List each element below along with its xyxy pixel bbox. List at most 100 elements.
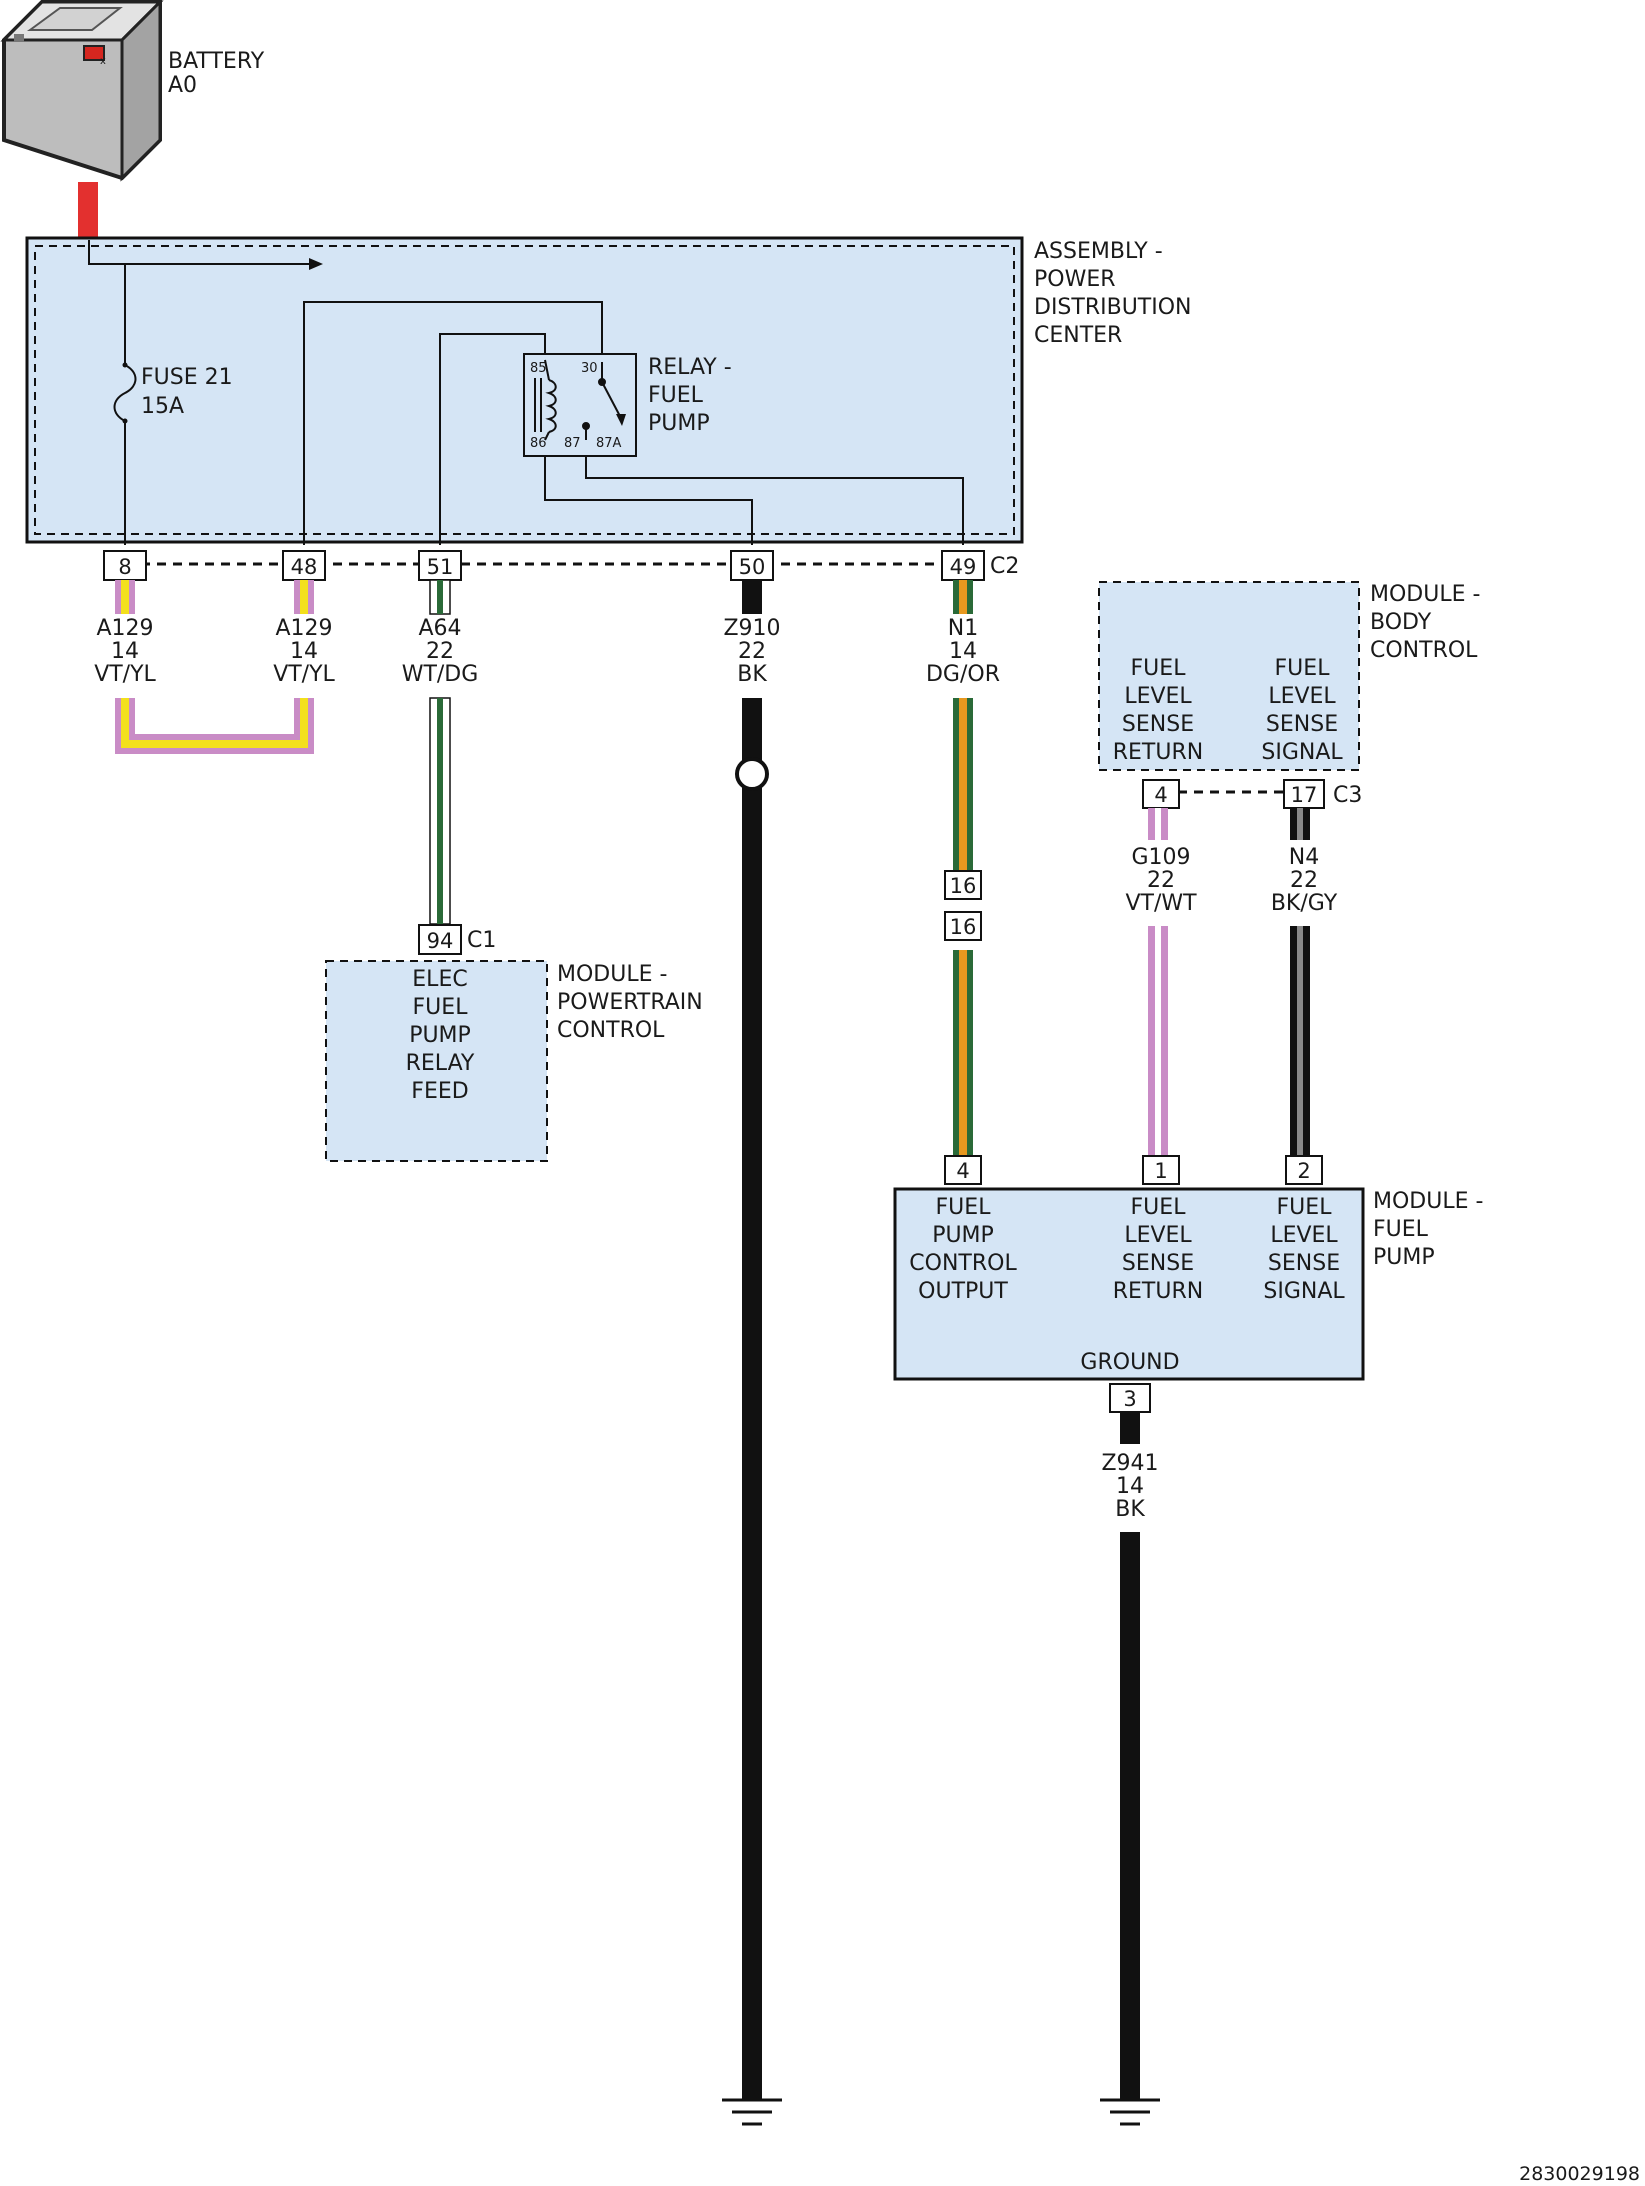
wire-z910-upper — [742, 580, 762, 614]
svg-text:51: 51 — [427, 555, 454, 579]
bcm-return-line-2: LEVEL — [1124, 684, 1192, 709]
relay-switch-icon — [582, 362, 626, 440]
svg-text:8: 8 — [118, 555, 131, 579]
wire-49-circuit: N1 — [948, 616, 978, 641]
svg-text:16: 16 — [950, 874, 977, 898]
inline-connector-pin-16-upper: 16 — [944, 870, 982, 900]
fuse-21-icon — [122, 362, 128, 424]
bcm-signal-line-1: FUEL — [1275, 656, 1331, 681]
c2-pin-49: 49 — [941, 550, 985, 581]
fpm-pin-4: 4 — [944, 1155, 982, 1185]
fpm-control-line-1: FUEL — [936, 1195, 992, 1220]
wire-z941-color: BK — [1115, 1497, 1145, 1522]
svg-text:94: 94 — [427, 929, 454, 953]
wire-g109-color: VT/WT — [1125, 891, 1197, 916]
pdc-inner-boundary — [34, 245, 1015, 535]
c2-pin-50: 50 — [730, 550, 774, 581]
ground-symbol-z941-icon — [1100, 2098, 1160, 2126]
svg-text:48: 48 — [291, 555, 318, 579]
wire-g109-circuit: G109 — [1131, 845, 1190, 870]
relay-pin-87a: 87A — [596, 436, 622, 451]
battery-id: A0 — [168, 73, 197, 98]
svg-text:17: 17 — [1291, 783, 1318, 807]
fpm-pin-2: 2 — [1285, 1155, 1323, 1185]
wire-8-color: VT/YL — [94, 662, 156, 687]
bcm-title-line-1: MODULE - — [1370, 582, 1480, 607]
bcm-signal-line-2: LEVEL — [1268, 684, 1336, 709]
svg-text:49: 49 — [950, 555, 977, 579]
pcm-title-line-2: POWERTRAIN — [557, 990, 703, 1015]
relay-title-line-2: FUEL — [648, 383, 704, 408]
svg-text:3: 3 — [1123, 1387, 1136, 1411]
pcm-title-line-3: CONTROL — [557, 1018, 665, 1043]
fpm-signal-line-3: SENSE — [1268, 1251, 1340, 1276]
wire-z941-gauge: 14 — [1116, 1474, 1144, 1499]
bcm-title-line-3: CONTROL — [1370, 638, 1478, 663]
fpm-pin-1: 1 — [1142, 1155, 1180, 1185]
c2-connector-label: C2 — [990, 554, 1019, 579]
wire-48-gauge: 14 — [290, 639, 318, 664]
wire-49-color: DG/OR — [926, 662, 1000, 687]
wire-8-gauge: 14 — [111, 639, 139, 664]
pcm-title-line-1: MODULE - — [557, 962, 667, 987]
svg-text:4: 4 — [956, 1159, 969, 1183]
svg-text:4: 4 — [1154, 783, 1167, 807]
bcm-title-line-2: BODY — [1370, 610, 1432, 635]
svg-text:50: 50 — [739, 555, 766, 579]
wire-51-circuit: A64 — [418, 616, 461, 641]
wire-a129-8 — [115, 580, 135, 614]
pcm-box — [325, 960, 548, 1162]
wire-n4-color: BK/GY — [1271, 891, 1338, 916]
bcm-pin-17: 17 — [1283, 779, 1325, 809]
wire-50-gauge: 22 — [738, 639, 766, 664]
c2-pin-51: 51 — [418, 550, 462, 581]
fuse-rating: 15A — [141, 394, 184, 419]
wire-z941-lower — [1120, 1532, 1140, 2100]
c3-connector-label: C3 — [1333, 783, 1362, 808]
relay-title-line-3: PUMP — [648, 411, 710, 436]
relay-title-line-1: RELAY - — [648, 355, 732, 380]
bcm-signal-line-3: SENSE — [1266, 712, 1338, 737]
pcm-function-line-1: ELEC — [412, 967, 467, 992]
wire-49-gauge: 14 — [949, 639, 977, 664]
wire-51-color: WT/DG — [402, 662, 479, 687]
fpm-box — [893, 1187, 1365, 1381]
pcm-function-line-5: FEED — [411, 1079, 468, 1104]
wire-z910-lower — [742, 698, 762, 2100]
svg-text:16: 16 — [950, 915, 977, 939]
wire-a129-splice-loop — [115, 698, 314, 754]
wire-n4-upper — [1290, 808, 1310, 840]
pcm-function-line-4: RELAY — [406, 1051, 475, 1076]
inline-connector-pin-16-lower: 16 — [944, 911, 982, 941]
wire-48-color: VT/YL — [273, 662, 335, 687]
fpm-signal-line-2: LEVEL — [1270, 1223, 1338, 1248]
bcm-return-line-3: SENSE — [1122, 712, 1194, 737]
battery-icon: x — [0, 0, 164, 182]
wire-8-circuit: A129 — [96, 616, 153, 641]
splice-node-icon — [735, 757, 769, 791]
fpm-return-line-1: FUEL — [1131, 1195, 1187, 1220]
fpm-return-line-2: LEVEL — [1124, 1223, 1192, 1248]
wire-g109-upper — [1148, 808, 1168, 840]
wire-n1-middle — [953, 698, 973, 870]
wire-a64-upper — [429, 579, 451, 615]
relay-pin-87: 87 — [564, 436, 581, 451]
bcm-box — [1098, 581, 1360, 771]
svg-text:x: x — [100, 56, 106, 67]
battery-name: BATTERY — [168, 49, 265, 74]
fpm-signal-line-4: SIGNAL — [1263, 1279, 1345, 1304]
wire-50-circuit: Z910 — [723, 616, 780, 641]
fpm-pin-3: 3 — [1109, 1383, 1151, 1413]
fpm-title-line-2: FUEL — [1373, 1217, 1429, 1242]
pcm-function-line-2: FUEL — [413, 995, 469, 1020]
fpm-control-line-3: CONTROL — [909, 1251, 1017, 1276]
c2-pin-48: 48 — [282, 550, 326, 581]
fpm-control-line-2: PUMP — [932, 1223, 994, 1248]
relay-coil-icon — [534, 359, 557, 441]
fpm-title-line-3: PUMP — [1373, 1245, 1435, 1270]
wire-48-circuit: A129 — [275, 616, 332, 641]
wire-n4-lower — [1290, 926, 1310, 1156]
fpm-return-line-3: SENSE — [1122, 1251, 1194, 1276]
wire-g109-gauge: 22 — [1147, 868, 1175, 893]
